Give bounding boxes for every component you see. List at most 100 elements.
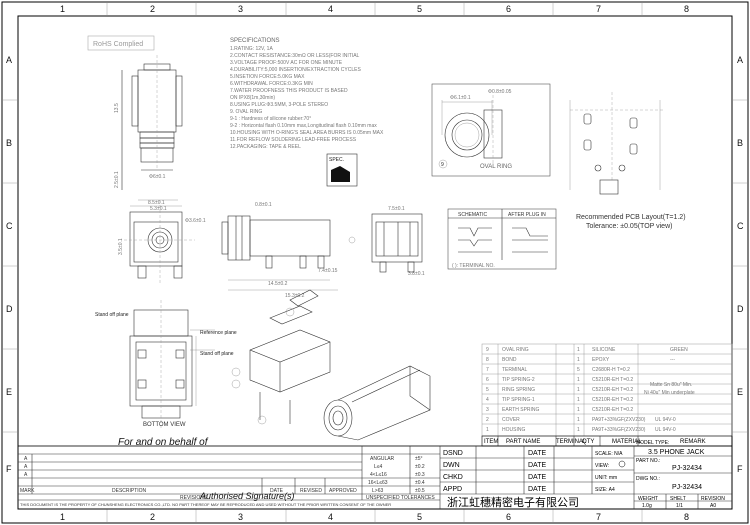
rohs-box	[87, 35, 155, 51]
revision-label: REVISION	[701, 496, 725, 502]
bom-qty: 1	[577, 427, 580, 433]
oval-callout: 9	[441, 162, 444, 168]
dim-top-h: 13.5	[114, 103, 120, 113]
rev-h-date: DATE	[270, 488, 284, 494]
bom-h-remark: REMARK	[680, 439, 706, 445]
date-label: DATE	[528, 474, 546, 481]
dwn-label: DWN	[443, 462, 460, 469]
bom-qty: 5	[577, 367, 580, 373]
spec-line: 11.FOR REFLOW SOLDERING LEAD-FREE PROCES…	[230, 137, 357, 143]
zone-row: A	[6, 55, 12, 65]
dim-side-w: 14.5±0.2	[268, 281, 288, 287]
stand-off-label-2: Stand off plane	[200, 351, 234, 357]
oval-ring-drawing	[438, 95, 503, 169]
bom-table	[481, 343, 733, 437]
tol-range: 4<L≤16	[370, 472, 387, 478]
spec-line: 1.RATING: 12V, 1A	[230, 46, 273, 52]
tolerances-table: ANGULAR ±5° L≤4 ±0.2 4<L≤16 ±0.3 16<L≤63…	[366, 456, 435, 501]
spec-line: 5.INSETION FORCE:5.0KG MAX	[230, 74, 305, 80]
spec-line: 12.PACKAGING: TAPE & REEL	[230, 144, 301, 150]
bom-mat: C5210R-EH T=0.2	[592, 397, 633, 403]
oval-dim2: Φ0.8±0.05	[488, 89, 512, 95]
bom-name: TIP SPRING-2	[502, 377, 535, 383]
spec-line: 9-1 : Hardness of silicone rubber:70°	[230, 116, 311, 122]
zone-row: D	[6, 304, 13, 314]
dim-front-d: Φ3.6±0.1	[185, 218, 206, 224]
bom-qty: 1	[577, 357, 580, 363]
zone-col: 4	[328, 4, 333, 14]
bom-h-terminal: TERMINAL	[556, 439, 587, 445]
part-info-block: MODEL TYPE: 3.5 PHONE JACK PART NO.: PJ-…	[636, 440, 725, 509]
bom-h-part: PART NAME	[506, 439, 540, 445]
spec-line: 2.CONTACT RESISTANCE:30mΩ OR LESS(FOR IN…	[230, 53, 360, 59]
pcb-tolerance: Tolerance: ±0.05(TOP view)	[586, 223, 672, 230]
zone-row: B	[6, 138, 12, 148]
bom-qty: 1	[577, 407, 580, 413]
bom-no: 5	[486, 387, 489, 393]
bom-name: RING SPRING	[502, 387, 535, 393]
bom-rem: UL 94V-0	[655, 427, 676, 433]
end-view-drawing	[371, 213, 423, 273]
tol-range: L>63	[372, 488, 383, 494]
pcb-layout-drawing	[569, 92, 664, 195]
schematic-title: SCHEMATIC	[458, 212, 487, 218]
bom-mat: C5210R-EH T=0.2	[592, 387, 633, 393]
reference-plane-label: Reference plane	[200, 330, 237, 336]
bom-qty: 1	[577, 387, 580, 393]
bom-rem: GREEN	[670, 347, 688, 353]
bom-mat: C5210R-EH T=0.2	[592, 377, 633, 383]
revision-value: A0	[710, 503, 716, 509]
dim-front-w2: 5.3±0.1	[150, 206, 167, 212]
assembled-view-drawing	[323, 365, 431, 441]
zone-col: 7	[596, 512, 601, 522]
exploded-view-drawing	[231, 289, 331, 425]
bom-name: OVAL RING	[502, 347, 529, 353]
spec-line: 4.DURABILITY:5,000 INSERTION/EXTRACTION …	[230, 67, 361, 73]
weight-label: WEIGHT	[638, 496, 658, 502]
model-type: 3.5 PHONE JACK	[648, 449, 705, 456]
zone-row: F	[6, 464, 12, 474]
specifications-block: SPECIFICATIONS 1.RATING: 12V, 1A 2.CONTA…	[230, 38, 384, 150]
weight-value: 1.0g	[642, 503, 652, 509]
company-name: 浙江虹穗精密电子有限公司	[447, 495, 579, 509]
spec-line: 8.USING PLUG:Φ3.5MM, 3-POLE STEREO	[230, 102, 328, 108]
dwg-no: PJ-32434	[672, 484, 702, 491]
tol-value: ±0.4	[415, 480, 425, 486]
inner-border	[17, 15, 733, 510]
zone-row: E	[737, 387, 743, 397]
bom-name: COVER	[502, 417, 520, 423]
bom-no: 8	[486, 357, 489, 363]
zone-col: 5	[417, 4, 422, 14]
dim-end-w: 7.5±0.1	[388, 206, 405, 212]
zone-row: C	[737, 221, 744, 231]
dsnd-label: DSND	[443, 450, 463, 457]
tol-value: ±5°	[415, 456, 423, 462]
spec-line: 9. OVAL RING	[230, 109, 262, 115]
schematic-circuit	[458, 227, 548, 253]
spec-line: 10.HOUSING WITH O-RING'S SEAL AREA BURRS…	[230, 130, 384, 136]
sheet-label: SHELT	[670, 496, 686, 502]
bottom-view-drawing	[129, 300, 215, 430]
rev-h-approved: APPROVED	[329, 488, 357, 494]
bom-name: HOUSING	[502, 427, 525, 433]
spec-line: ON IPX8(1m,30min)	[230, 95, 275, 101]
tol-value: ±0.2	[415, 464, 425, 470]
bom-no: 3	[486, 407, 489, 413]
top-view-drawing	[121, 55, 183, 190]
zone-row: B	[737, 138, 743, 148]
zone-col: 2	[150, 4, 155, 14]
bom-h-material: MATERIAL	[612, 439, 642, 445]
part-no: PJ-32434	[672, 465, 702, 472]
unit-label: UNIT: mm	[595, 475, 617, 481]
bom-name: BOND	[502, 357, 517, 363]
zone-col: 6	[506, 4, 511, 14]
zone-col: 3	[238, 512, 243, 522]
tol-range: ANGULAR	[370, 456, 395, 462]
tol-value: ±0.5	[415, 488, 425, 494]
dim-front-w: 8.5±0.1	[148, 200, 165, 206]
part-no-label: PART NO.:	[636, 458, 660, 464]
spec-icon-label: SPEC.	[329, 157, 344, 163]
zone-col: 5	[417, 512, 422, 522]
rev-label: REVISIONS	[180, 495, 208, 501]
